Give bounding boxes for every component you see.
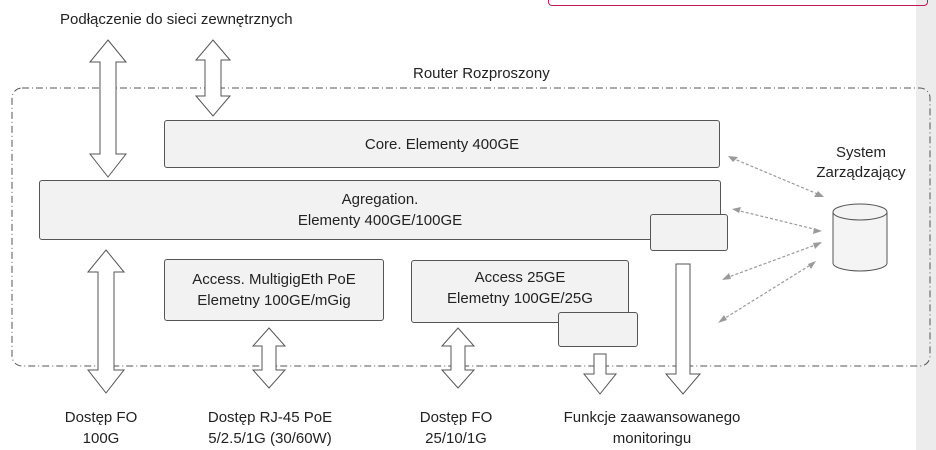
system-label-1: System [835,144,887,161]
monitoring-label-2: monitoringu [612,430,692,447]
fo25-label-1: Dostęp FO [419,409,493,426]
access-multigig-label-1: Access. MultigigEth PoE [192,271,356,288]
bottom-arrow-monitoring-a [582,353,618,395]
management-arrowheads [718,156,824,323]
external-networks-label: Podłączenie do sieci zewnętrznych [60,11,293,28]
top-arrow-left [88,39,128,178]
database-icon [832,203,888,272]
rj45-label-1: Dostęp RJ-45 PoE [207,409,333,426]
access-multigig-label-2: Elemetny 100GE/mGig [197,292,351,309]
agregation-monitor-module [650,214,728,251]
access-multigig-box: Access. MultigigEth PoE Elemetny 100GE/m… [164,259,384,321]
access-25-label-1: Access 25GE [474,269,566,286]
bottom-arrow-monitoring-b [664,263,702,395]
agregation-box: Agregation. Elementy 400GE/100GE [39,180,721,240]
agregation-label-2: Elementy 400GE/100GE [297,212,463,229]
bottom-arrow-fo25 [440,327,476,389]
system-label-2: Zarządzający [816,164,906,181]
right-scroll-strip [916,0,936,450]
fo25-label-2: 25/10/1G [425,430,487,447]
access-25-monitor-module [558,312,638,347]
bottom-arrow-fo100 [86,249,126,394]
agregation-label-1: Agregation. [341,191,419,208]
core-box: Core. Elementy 400GE [164,120,720,168]
pink-callout-edge [548,0,928,6]
fo100-label-1: Dostęp FO [64,409,138,426]
top-arrow-right [194,39,232,117]
access-25-label-2: Elemetny 100GE/25G [447,290,593,307]
rj45-label-2: 5/2.5/1G (30/60W) [208,430,332,447]
core-label: Core. Elementy 400GE [364,135,520,153]
monitoring-label-1: Funkcje zaawansowanego [563,409,741,426]
fo100-label-2: 100G [82,430,120,447]
management-arrows [721,157,821,321]
router-boundary [11,87,931,367]
bottom-arrow-rj45 [251,327,287,389]
router-label: Router Rozproszony [413,65,550,82]
